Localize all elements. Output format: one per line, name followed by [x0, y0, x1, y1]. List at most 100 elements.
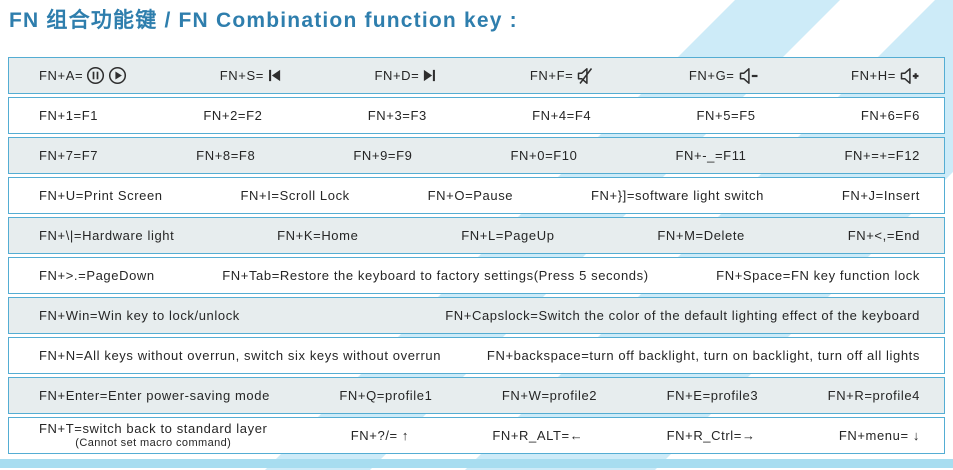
fn-combo-text: FN+O=Pause [427, 188, 514, 203]
fn-combo-text: FN+R_Ctrl=→ [666, 428, 756, 443]
fn-combo-cell: FN+D= [374, 68, 437, 83]
fn-combo-cell: FN+G= [689, 67, 759, 85]
fn-combo-cell: FN+A= [39, 66, 127, 85]
fn-combo-cell: FN+L=PageUp [461, 228, 554, 243]
fn-combo-text: FN+Capslock=Switch the color of the defa… [445, 308, 920, 323]
fn-combo-text: FN+<,=End [847, 228, 920, 243]
fn-combo-text: FN+3=F3 [367, 108, 427, 123]
fn-combo-text: FN+T=switch back to standard layer [39, 420, 268, 436]
fn-combo-cell: FN+U=Print Screen [39, 188, 163, 203]
fn-combo-text: FN+Q=profile1 [339, 388, 433, 403]
fn-combo-text: FN+N=All keys without overrun, switch si… [39, 348, 442, 363]
fn-combo-text: FN+R_ALT=← [492, 428, 584, 443]
fn-combo-text: FN+Enter=Enter power-saving mode [39, 388, 270, 403]
fn-combo-cell: FN+4=F4 [532, 108, 591, 123]
volume-down-icon [738, 67, 759, 85]
table-row: FN+7=F7 FN+8=F8 FN+9=F9 FN+0=F10 FN+-_=F11 FN… [8, 137, 945, 174]
fn-combo-cell: FN+H= [851, 67, 920, 85]
fn-combo-subtext: (Cannot set macro command) [75, 436, 232, 449]
fn-combo-cell: FN+N=All keys without overrun, switch si… [39, 348, 441, 363]
fn-combo-cell: FN+Tab=Restore the keyboard to factory s… [222, 268, 648, 283]
fn-combo-cell: FN+R_ALT=← [492, 428, 583, 443]
fn-combo-cell: FN+E=profile3 [667, 388, 759, 403]
previous-track-icon [267, 68, 282, 83]
fn-combo-cell: FN+menu= ↓ [839, 428, 920, 443]
fn-combo-cell: FN+S= [220, 68, 282, 83]
pause-circle-icon [86, 66, 105, 85]
fn-combo-text: FN+}]=software light switch [590, 188, 764, 203]
fn-combo-text: FN+K=Home [277, 228, 359, 243]
fn-combo-text: FN+backspace=turn off backlight, turn on… [486, 348, 920, 363]
table-row: FN+>.=PageDown FN+Tab=Restore the keyboar… [8, 257, 945, 294]
fn-combo-text: FN+L=PageUp [461, 228, 555, 243]
fn-combo-cell: FN+O=Pause [428, 188, 514, 203]
fn-combo-text: FN+1=F1 [39, 108, 99, 123]
fn-combo-cell: FN+-_=F11 [676, 148, 747, 163]
table-row: FN+T=switch back to standard layer(Canno… [8, 417, 945, 454]
fn-combo-text: FN+W=profile2 [501, 388, 598, 403]
table-row: FN+Win=Win key to lock/unlock FN+Capslock… [8, 297, 945, 334]
fn-combo-cell: FN+9=F9 [353, 148, 412, 163]
fn-combo-text: FN+F= [529, 68, 574, 83]
fn-combo-cell: FN+K=Home [277, 228, 358, 243]
fn-combo-text: FN+D= [374, 68, 420, 83]
fn-combo-cell: FN+I=Scroll Lock [240, 188, 349, 203]
page-title: FN 组合功能键 / FN Combination function key : [9, 9, 518, 32]
fn-combo-cell: FN+Space=FN key function lock [716, 268, 920, 283]
fn-combo-text: FN+Win=Win key to lock/unlock [39, 308, 240, 323]
fn-combo-text: FN+Space=FN key function lock [716, 268, 920, 283]
fn-combo-cell: FN+<,=End [848, 228, 920, 243]
fn-combo-cell: FN+0=F10 [511, 148, 578, 163]
fn-combo-cell: FN+M=Delete [657, 228, 745, 243]
table-row: FN+Enter=Enter power-saving mode FN+Q=pro… [8, 377, 945, 414]
bottom-strip [0, 459, 953, 468]
fn-combo-cell: FN+7=F7 [39, 148, 98, 163]
fn-combo-cell: FN+R=profile4 [828, 388, 920, 403]
play-circle-icon [108, 66, 127, 85]
fn-combo-text: FN+\|=Hardware light [39, 228, 175, 243]
table-row: FN+U=Print Screen FN+I=Scroll Lock FN+O=Pa… [8, 177, 945, 214]
fn-combo-cell: FN+>.=PageDown [39, 268, 155, 283]
fn-combo-text: FN+9=F9 [353, 148, 413, 163]
fn-combo-cell: FN+3=F3 [368, 108, 427, 123]
fn-combo-text: FN+E=profile3 [666, 388, 759, 403]
fn-combo-text: FN+J=Insert [841, 188, 920, 203]
fn-combo-text: FN+A= [39, 68, 84, 83]
fn-combo-text: FN+I=Scroll Lock [240, 188, 350, 203]
next-track-icon [422, 68, 437, 83]
fn-combo-cell: FN+6=F6 [861, 108, 920, 123]
fn-combo-cell: FN+Q=profile1 [339, 388, 432, 403]
fn-combo-text: FN+0=F10 [510, 148, 578, 163]
fn-combo-text: FN+menu= ↓ [838, 428, 920, 443]
fn-combo-text: FN+=+=F12 [844, 148, 920, 163]
fn-combo-text: FN+H= [851, 68, 896, 83]
fn-combo-cell: FN+Win=Win key to lock/unlock [39, 308, 240, 323]
fn-combo-cell: FN+?/= ↑ [351, 428, 409, 443]
mute-icon [576, 67, 596, 85]
fn-combo-cell: FN+F= [530, 67, 596, 85]
fn-combo-text: FN+S= [219, 68, 264, 83]
fn-combo-cell: FN+8=F8 [196, 148, 255, 163]
fn-combo-text: FN+G= [688, 68, 735, 83]
fn-combo-cell: FN+\|=Hardware light [39, 228, 174, 243]
fn-combo-cell: FN+2=F2 [203, 108, 262, 123]
fn-combo-cell: FN+Capslock=Switch the color of the defa… [445, 308, 920, 323]
fn-combo-text: FN+6=F6 [860, 108, 920, 123]
fn-combo-text: FN+R=profile4 [827, 388, 920, 403]
fn-combo-text: FN+?/= ↑ [350, 428, 410, 443]
fn-combo-cell: FN+}]=software light switch [591, 188, 764, 203]
fn-combo-text: FN+4=F4 [532, 108, 592, 123]
table-row: FN+\|=Hardware light FN+K=Home FN+L=PageUp… [8, 217, 945, 254]
fn-combo-cell: FN+5=F5 [697, 108, 756, 123]
fn-combo-cell: FN+backspace=turn off backlight, turn on… [487, 348, 920, 363]
fn-combo-text: FN+Tab=Restore the keyboard to factory s… [222, 268, 649, 283]
fn-combo-text: FN+8=F8 [196, 148, 256, 163]
fn-combo-text: FN+U=Print Screen [39, 188, 163, 203]
fn-combo-cell: FN+W=profile2 [502, 388, 597, 403]
fn-combo-text: FN+5=F5 [696, 108, 756, 123]
fn-combo-text: FN+-_=F11 [675, 148, 747, 163]
table-row: FN+1=F1 FN+2=F2 FN+3=F3 FN+4=F4 FN+5=F5 FN+6=… [8, 97, 945, 134]
fn-combo-text: FN+>.=PageDown [39, 268, 155, 283]
table-row: FN+N=All keys without overrun, switch si… [8, 337, 945, 374]
